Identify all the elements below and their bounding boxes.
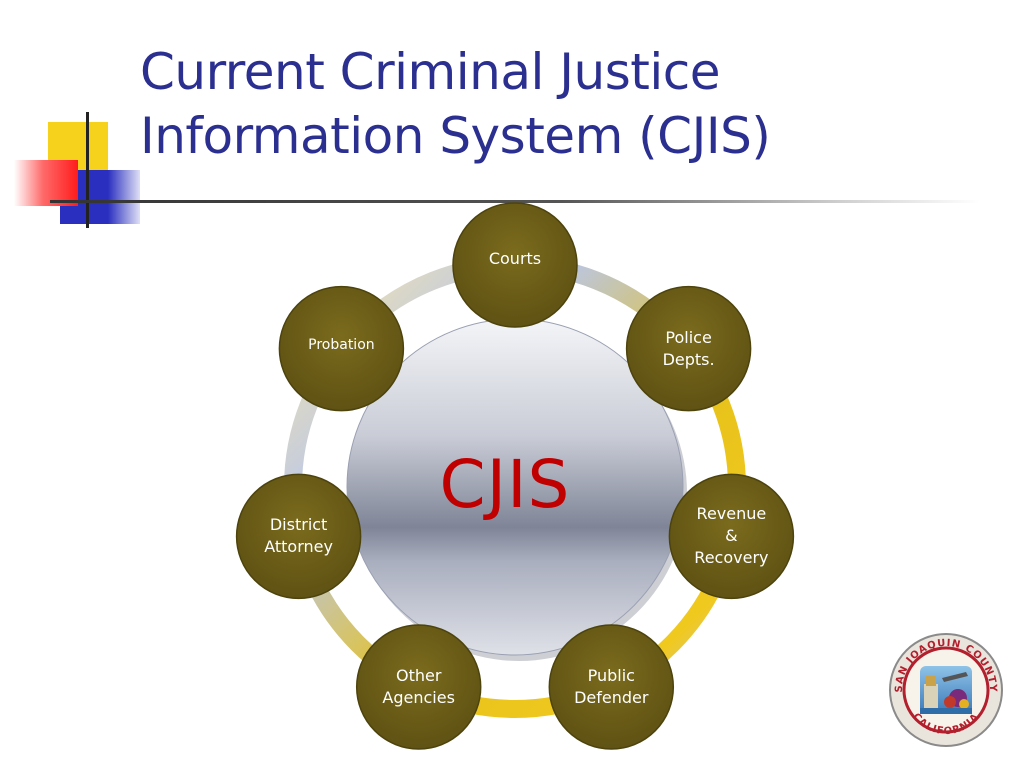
title-underline xyxy=(50,200,980,203)
slide-title: Current Criminal Justice Information Sys… xyxy=(140,40,1000,168)
node-courts xyxy=(452,202,578,328)
node-other-agencies xyxy=(355,624,482,750)
vertical-line-decoration xyxy=(86,112,89,228)
cjis-center-label: CJIS xyxy=(439,446,571,523)
node-district-attorney xyxy=(235,473,362,600)
san-joaquin-county-seal-logo: SAN JOAQUIN COUNTY CALIFORNIA xyxy=(889,633,1003,747)
node-public-defender xyxy=(548,624,675,750)
title-line-2: Information System (CJIS) xyxy=(140,107,771,165)
node-police-depts xyxy=(625,285,752,412)
title-line-1: Current Criminal Justice xyxy=(140,43,721,101)
node-probation xyxy=(278,285,405,412)
red-square-decoration xyxy=(14,160,78,206)
agency-nodes xyxy=(235,202,795,750)
node-revenue-recovery xyxy=(668,473,795,600)
